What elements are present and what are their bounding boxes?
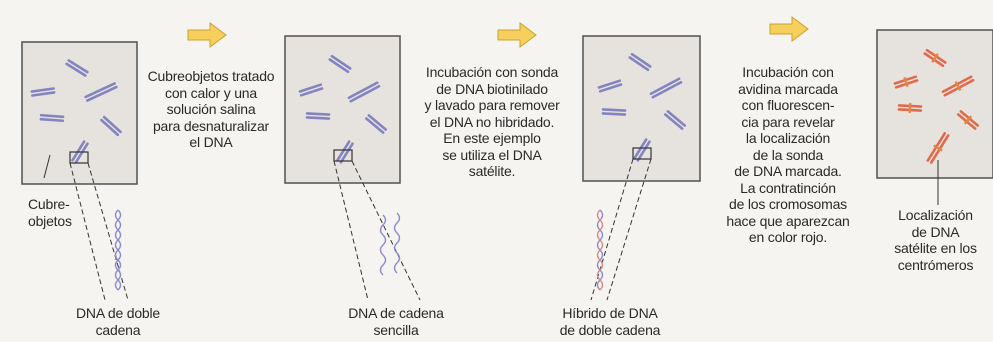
- slide-3: [582, 35, 701, 301]
- label-cubreobjetos: Cubre- objetos: [28, 196, 72, 229]
- arrow-3: [769, 16, 809, 42]
- caption-step-1: Cubreobjetos tratado con calor y una sol…: [147, 68, 275, 150]
- slide-4: [876, 29, 993, 205]
- caption-step-2: Incubación con sonda de DNA biotinilado …: [424, 64, 560, 179]
- label-localizacion-dna-satelite: Localización de DNA satélite en los cent…: [894, 207, 977, 273]
- label-hibrido-dna: Híbrido de DNA de doble cadena: [559, 305, 661, 338]
- label-dna-cadena-sencilla: DNA de cadena sencilla: [348, 305, 444, 338]
- slide-2: [284, 35, 421, 301]
- arrow-2: [497, 22, 537, 48]
- label-dna-doble-cadena: DNA de doble cadena: [76, 305, 160, 338]
- slide-1: [21, 41, 138, 301]
- arrow-1: [187, 22, 227, 48]
- caption-step-3: Incubación con avidina marcada con fluor…: [726, 64, 850, 245]
